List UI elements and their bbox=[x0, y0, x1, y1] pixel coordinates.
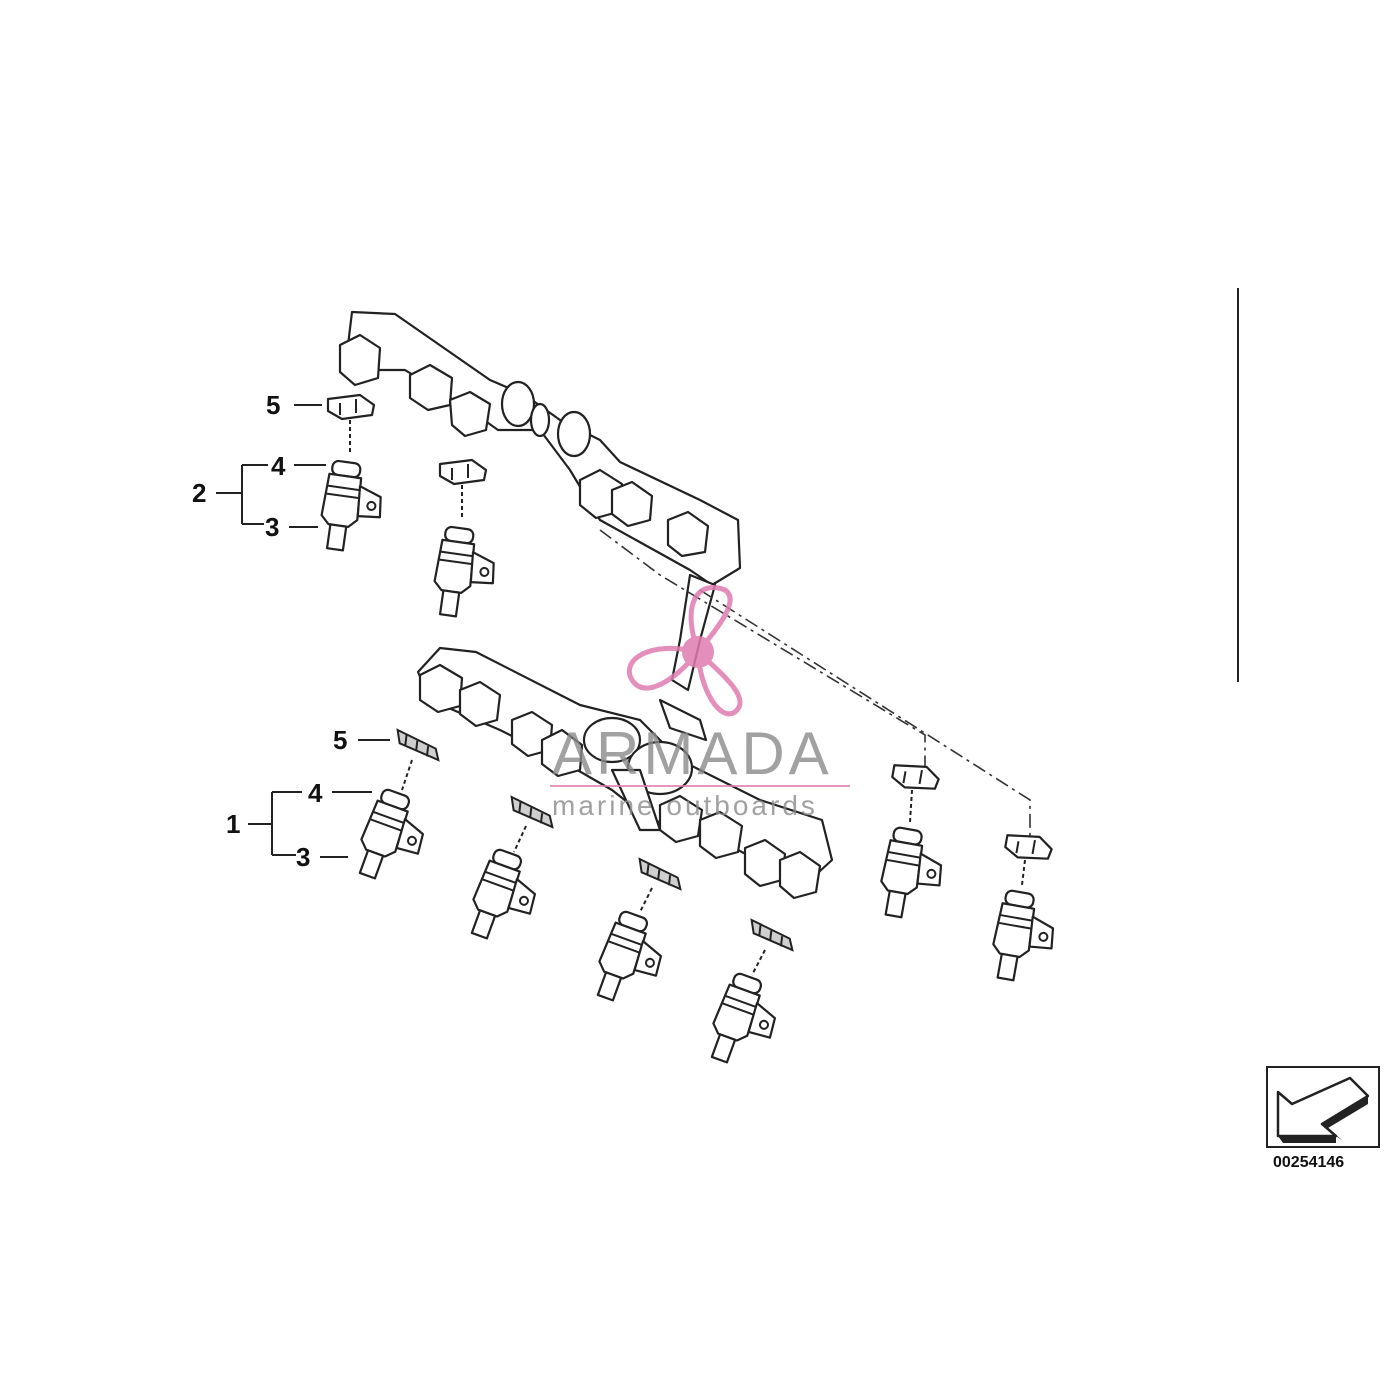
reference-box: 00254146 bbox=[1266, 1066, 1380, 1171]
lower-fuel-rail bbox=[416, 646, 834, 900]
injector-lower-4 bbox=[701, 918, 799, 1075]
injector-lower-3 bbox=[587, 857, 687, 1013]
callout-item-4-lower: 4 bbox=[308, 778, 323, 808]
callout-clip-lower: 5 bbox=[333, 725, 347, 755]
reference-number: 00254146 bbox=[1273, 1154, 1344, 1171]
injector-lower-2 bbox=[461, 795, 559, 951]
injector-right-1 bbox=[874, 760, 950, 924]
callout-item-3-upper: 3 bbox=[265, 512, 279, 542]
callout-group-lower: 5 1 4 3 bbox=[226, 725, 390, 872]
propeller-icon bbox=[626, 585, 743, 717]
callout-group-2: 2 bbox=[192, 478, 206, 508]
leader-line-2 bbox=[699, 589, 1031, 845]
callout-item-4-upper: 4 bbox=[271, 451, 286, 481]
injector-lower-1 bbox=[349, 728, 445, 891]
injector-upper-2 bbox=[429, 458, 501, 622]
injector-right-2 bbox=[986, 830, 1062, 987]
watermark: ARMADA marine outboards bbox=[550, 585, 850, 821]
watermark-subtitle: marine outboards bbox=[552, 790, 818, 821]
watermark-title: ARMADA bbox=[552, 720, 833, 787]
upper-fuel-rail bbox=[338, 310, 742, 692]
arrow-down-left-icon bbox=[1276, 1076, 1370, 1143]
injector-upper-1 bbox=[316, 393, 388, 556]
callout-clip-upper: 5 bbox=[266, 390, 280, 420]
callout-group-upper: 5 2 4 3 bbox=[192, 390, 326, 542]
leader-line-1 bbox=[599, 529, 926, 770]
callout-group-1: 1 bbox=[226, 809, 240, 839]
callout-item-3-lower: 3 bbox=[296, 842, 310, 872]
